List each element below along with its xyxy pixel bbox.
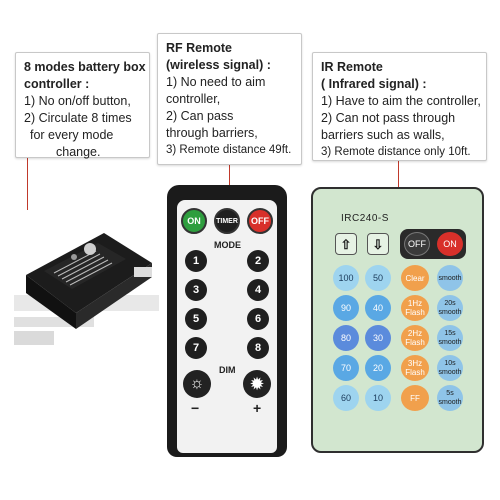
ir-leader-line	[398, 161, 399, 189]
ir-2hz-flash-button[interactable]: 2Hz Flash	[401, 325, 429, 351]
rf-plus-sign: +	[253, 400, 262, 416]
battery-box-title-line2: controller :	[24, 77, 90, 91]
battery-box-title-line1: 8 modes battery box	[24, 60, 146, 74]
rf-off-button[interactable]: OFF	[247, 208, 273, 234]
rf-mode-button-2[interactable]: 2	[247, 250, 269, 272]
rf-mode-button-5[interactable]: 5	[185, 308, 207, 330]
rf-remote-callout: RF Remote (wireless signal) : 1) No need…	[157, 33, 302, 165]
ir-line: 2) Can not pass through	[321, 111, 456, 125]
rf-title-line1: RF Remote	[166, 41, 232, 55]
rf-mode-button-6[interactable]: 6	[247, 308, 269, 330]
rf-line: through barriers,	[166, 126, 258, 140]
ir-brightness-70[interactable]: 70	[333, 355, 359, 381]
ir-line: 1) Have to aim the controller,	[321, 94, 481, 108]
ir-model-label: IRC240-S	[341, 213, 389, 224]
ir-title-line2: ( Infrared signal) :	[321, 77, 427, 91]
ir-remote: IRC240-S ⇧ ⇩ OFF ON 100 50 90 40 80 30 7…	[311, 187, 484, 453]
rf-dim-label: DIM	[219, 365, 236, 375]
ir-ff-button[interactable]: FF	[401, 385, 429, 411]
ir-brightness-20[interactable]: 20	[365, 355, 391, 381]
ir-brightness-50[interactable]: 50	[365, 265, 391, 291]
ir-brightness-30[interactable]: 30	[365, 325, 391, 351]
ir-1hz-flash-button[interactable]: 1Hz Flash	[401, 295, 429, 321]
ir-line: barriers such as walls,	[321, 128, 445, 142]
ir-title-line1: IR Remote	[321, 60, 383, 74]
rf-line: 3) Remote distance 49ft.	[166, 144, 292, 156]
sun-bright-icon: ✹	[249, 373, 265, 394]
rf-mode-button-7[interactable]: 7	[185, 337, 207, 359]
rf-mode-button-8[interactable]: 8	[247, 337, 269, 359]
ir-brightness-10[interactable]: 10	[365, 385, 391, 411]
up-arrow-icon: ⇧	[340, 236, 352, 252]
rf-title-line2: (wireless signal) :	[166, 58, 271, 72]
ir-line: 3) Remote distance only 10ft.	[321, 146, 471, 158]
battery-box-controller-image	[14, 205, 159, 355]
battery-box-line: change.	[56, 145, 101, 159]
ir-brightness-40[interactable]: 40	[365, 295, 391, 321]
rf-leader-line	[229, 165, 230, 187]
ir-down-button[interactable]: ⇩	[367, 233, 389, 255]
rf-on-button[interactable]: ON	[181, 208, 207, 234]
rf-line: 1) No need to aim	[166, 75, 266, 89]
rf-timer-button[interactable]: TIMER	[214, 208, 240, 234]
rf-mode-button-3[interactable]: 3	[185, 279, 207, 301]
battery-box-line: 1) No on/off button,	[24, 94, 131, 108]
ir-10s-smooth-button[interactable]: 10s smooth	[437, 355, 463, 381]
ir-20s-smooth-button[interactable]: 20s smooth	[437, 295, 463, 321]
rf-line: controller,	[166, 92, 221, 106]
ir-brightness-100[interactable]: 100	[333, 265, 359, 291]
ir-clear-button[interactable]: Clear	[401, 265, 429, 291]
rf-remote-panel: ON TIMER OFF MODE 1 2 3 4 5 6 7 8 DIM ☼ …	[177, 200, 277, 453]
down-arrow-icon: ⇩	[372, 236, 384, 252]
battery-box-line: 2) Circulate 8 times	[24, 111, 132, 125]
ir-up-button[interactable]: ⇧	[335, 233, 357, 255]
rf-remote: ON TIMER OFF MODE 1 2 3 4 5 6 7 8 DIM ☼ …	[167, 185, 287, 457]
battery-box-callout: 8 modes battery box controller : 1) No o…	[15, 52, 150, 159]
battery-box-drawing	[14, 233, 159, 345]
ir-5s-smooth-button[interactable]: 5s smooth	[437, 385, 463, 411]
ir-brightness-90[interactable]: 90	[333, 295, 359, 321]
ir-off-button[interactable]: OFF	[404, 232, 430, 256]
box-leader-line	[27, 158, 28, 210]
rf-dim-up-button[interactable]: ✹	[243, 370, 271, 398]
ir-smooth-button[interactable]: smooth	[437, 265, 463, 291]
rf-minus-sign: −	[191, 400, 200, 416]
ir-15s-smooth-button[interactable]: 15s smooth	[437, 325, 463, 351]
rf-mode-label: MODE	[214, 240, 241, 250]
rf-mode-button-4[interactable]: 4	[247, 279, 269, 301]
rf-mode-button-1[interactable]: 1	[185, 250, 207, 272]
ir-3hz-flash-button[interactable]: 3Hz Flash	[401, 355, 429, 381]
ir-brightness-80[interactable]: 80	[333, 325, 359, 351]
ir-remote-callout: IR Remote ( Infrared signal) : 1) Have t…	[312, 52, 487, 161]
rf-dim-down-button[interactable]: ☼	[183, 370, 211, 398]
ir-on-button[interactable]: ON	[437, 232, 463, 256]
ir-brightness-60[interactable]: 60	[333, 385, 359, 411]
rf-line: 2) Can pass	[166, 109, 234, 123]
battery-box-line: for every mode	[30, 128, 114, 142]
sun-dim-icon: ☼	[189, 375, 205, 392]
